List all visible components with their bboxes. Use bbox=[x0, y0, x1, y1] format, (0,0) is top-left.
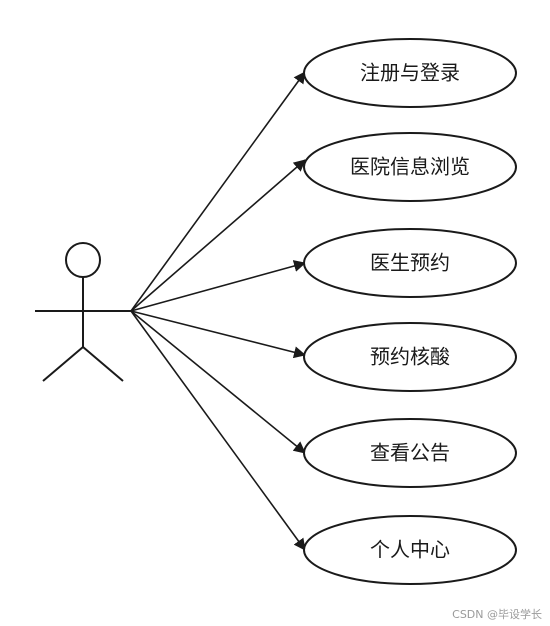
use-case-label: 注册与登录 bbox=[360, 61, 460, 85]
use-case-label: 个人中心 bbox=[370, 538, 450, 562]
use-case-register-login: 注册与登录 bbox=[303, 38, 517, 108]
use-case-ellipse bbox=[303, 515, 517, 585]
use-case-personal-center: 个人中心 bbox=[303, 515, 517, 585]
actor-left-leg bbox=[42, 346, 84, 382]
actor-stick-figure bbox=[35, 242, 131, 382]
arrow-to-register-login bbox=[130, 71, 306, 312]
use-case-label: 预约核酸 bbox=[370, 345, 450, 369]
use-case-label: 医院信息浏览 bbox=[350, 155, 470, 179]
arrow-to-doctor-appointment bbox=[130, 260, 306, 312]
csdn-watermark: CSDN @毕设学长 bbox=[452, 608, 542, 621]
use-case-ellipse bbox=[303, 418, 517, 488]
use-case-view-announcement: 查看公告 bbox=[303, 418, 517, 488]
arrow-to-personal-center bbox=[130, 310, 306, 551]
arrow-to-hospital-info bbox=[130, 159, 306, 312]
actor-head bbox=[65, 242, 101, 278]
use-case-label: 查看公告 bbox=[370, 441, 450, 465]
use-case-ellipse bbox=[303, 38, 517, 108]
use-case-nucleic-acid-appointment: 预约核酸 bbox=[303, 322, 517, 392]
arrow-to-view-announcement bbox=[130, 310, 306, 454]
use-case-ellipse bbox=[303, 322, 517, 392]
use-case-doctor-appointment: 医生预约 bbox=[303, 228, 517, 298]
arrow-to-nucleic-acid-appointment bbox=[130, 310, 306, 359]
use-case-ellipse bbox=[303, 132, 517, 202]
use-case-ellipse bbox=[303, 228, 517, 298]
association-arrows bbox=[130, 71, 306, 551]
use-case-hospital-info: 医院信息浏览 bbox=[303, 132, 517, 202]
use-case-label: 医生预约 bbox=[370, 251, 450, 275]
actor-right-leg bbox=[82, 346, 124, 382]
